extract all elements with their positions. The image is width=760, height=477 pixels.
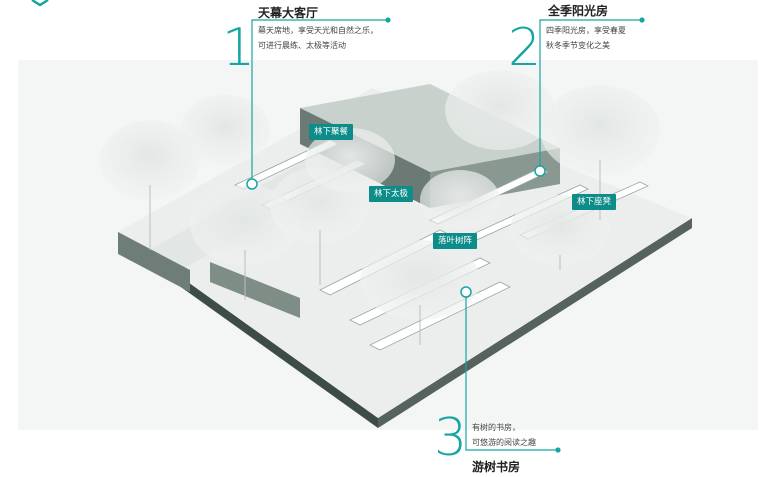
callout-2-title: 全季阳光房 [548,4,609,18]
tag-dining: 林下聚餐 [309,124,354,140]
sunroom-roof [300,84,560,172]
callout-3-desc: 有树的书房， 可悠游的阅读之趣 [472,420,536,450]
callout-2-number: 2 [508,18,542,78]
leader-anchor-dots [246,165,546,298]
leader-end-dots [385,17,645,453]
callout-1-line-1: 幕天席地，享受天光和自然之乐， [258,26,378,35]
callout-1-line-2: 可进行晨练、太极等活动 [258,41,346,50]
callout-3-title: 游树书房 [472,460,521,474]
callout-2-desc: 四季阳光房，享受春夏 秋冬季节变化之美 [546,23,626,53]
tag-bench: 林下座凳 [572,194,617,210]
platform-right-face [378,218,692,428]
callout-3-number: 3 [434,408,468,468]
callout-1-desc: 幕天席地，享受天光和自然之乐， 可进行晨练、太极等活动 [258,23,378,53]
callout-3-line-2: 可悠游的阅读之趣 [472,438,536,447]
tree-trunks [149,160,601,345]
hedge-middle [210,262,300,318]
tag-taichi: 林下太极 [369,186,414,202]
tree-canopies [100,70,660,320]
callout-2-line-1: 四季阳光房，享受春夏 [546,26,626,35]
hedge-left [118,232,190,292]
callout-3-line-1: 有树的书房， [472,423,520,432]
corner-mark [31,0,49,7]
callout-2-line-2: 秋冬季节变化之美 [546,41,610,50]
leader-lines [251,19,642,451]
callout-1-number: 1 [222,18,256,78]
tag-tree-array: 落叶树阵 [433,233,478,249]
callout-1-title: 天幕大客厅 [258,6,319,20]
